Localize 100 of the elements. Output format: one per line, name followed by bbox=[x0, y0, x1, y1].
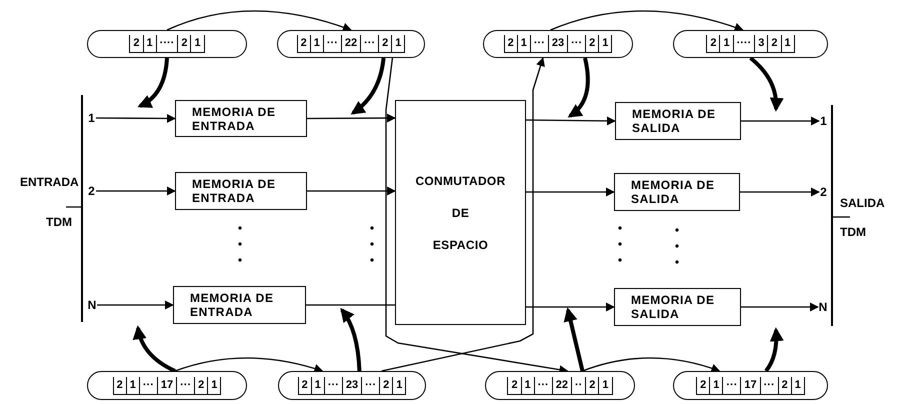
port-number: 2 bbox=[87, 184, 96, 198]
memory-box bbox=[614, 288, 741, 326]
memory-label: MEMORIA DE SALIDA bbox=[631, 178, 716, 206]
slot-cell: 23 bbox=[342, 376, 362, 394]
slot-cell: ···· bbox=[156, 35, 178, 52]
port-label: SALIDA bbox=[840, 197, 885, 209]
slot-cell: 1 bbox=[598, 376, 612, 394]
slot-cell: ··· bbox=[361, 376, 380, 394]
slot-cell: ··· bbox=[534, 376, 552, 394]
arrow bbox=[526, 116, 616, 126]
slot-cell: 22 bbox=[340, 35, 360, 52]
arrow bbox=[749, 56, 784, 112]
slot-cell: ··· bbox=[530, 35, 548, 52]
slot-cell: 3 bbox=[754, 35, 768, 52]
arrow bbox=[133, 325, 176, 373]
memory-box bbox=[614, 173, 740, 211]
port-label: ENTRADA bbox=[20, 176, 79, 188]
space-switch-box bbox=[395, 100, 526, 325]
slot-cell: 2 bbox=[585, 35, 598, 52]
slot-cell: 1 bbox=[780, 35, 794, 52]
slot-cell: 1 bbox=[516, 35, 530, 52]
arrow bbox=[741, 302, 819, 312]
slot-cell: 2 bbox=[778, 376, 791, 394]
arrow bbox=[381, 57, 545, 372]
slot-cell: 2 bbox=[296, 35, 310, 52]
time-slot-frame bbox=[87, 30, 247, 58]
arrow bbox=[764, 327, 784, 372]
time-slot-frame bbox=[483, 30, 633, 58]
memory-label: MEMORIA DE SALIDA bbox=[631, 293, 716, 321]
slot-cell: 2 bbox=[767, 35, 781, 52]
slot-cell: 2 bbox=[706, 35, 720, 52]
slot-cell: 2 bbox=[504, 35, 517, 52]
arrow bbox=[96, 186, 176, 196]
port-label: TDM bbox=[46, 216, 72, 228]
time-slot-frame bbox=[485, 371, 635, 400]
slot-cell: 17 bbox=[740, 376, 760, 394]
time-slot-frame bbox=[673, 30, 828, 58]
arrow bbox=[350, 58, 386, 115]
slot-cell: 1 bbox=[126, 376, 139, 394]
slot-cell: 2 bbox=[507, 376, 521, 394]
arrow bbox=[568, 58, 590, 118]
port-number: 2 bbox=[819, 185, 828, 199]
memory-label: MEMORIA DE SALIDA bbox=[632, 107, 717, 135]
arrow bbox=[307, 186, 396, 196]
slot-cell: 2 bbox=[696, 376, 710, 394]
slot-cell: 1 bbox=[520, 376, 534, 394]
slot-cell: ··· bbox=[324, 376, 342, 394]
slot-cell: ··· bbox=[722, 376, 740, 394]
memory-label: MEMORIA DE ENTRADA bbox=[190, 291, 275, 319]
arrow bbox=[582, 357, 720, 373]
slot-cell: 1 bbox=[310, 35, 323, 52]
slot-cell: ··· bbox=[567, 35, 586, 52]
switch-label: CONMUTADOR bbox=[413, 174, 508, 186]
slot-cell: 1 bbox=[310, 376, 324, 394]
slot-cell: 1 bbox=[190, 35, 204, 52]
memory-box bbox=[175, 172, 307, 210]
slot-cell: 17 bbox=[156, 376, 176, 394]
port-number: 1 bbox=[87, 111, 96, 125]
slot-cell: 2 bbox=[112, 376, 126, 394]
slot-cell: ·· bbox=[570, 376, 586, 394]
memory-label: MEMORIA DE ENTRADA bbox=[192, 104, 277, 132]
arrow bbox=[307, 114, 396, 123]
arrow bbox=[174, 357, 324, 373]
slot-cell: 1 bbox=[598, 35, 612, 52]
slot-cell: 22 bbox=[552, 376, 571, 394]
arrow bbox=[340, 308, 362, 372]
slot-cell: 1 bbox=[790, 376, 804, 394]
time-slot-frame bbox=[277, 30, 425, 58]
arrow bbox=[138, 58, 169, 108]
switch-label: ESPACIO bbox=[430, 238, 490, 250]
arrow bbox=[166, 10, 352, 32]
arrow bbox=[564, 307, 584, 372]
slot-cell: 1 bbox=[142, 35, 156, 52]
port-number: N bbox=[818, 300, 828, 314]
slot-cell: 2 bbox=[129, 35, 143, 52]
time-slot-frame bbox=[673, 371, 828, 400]
arrow bbox=[550, 10, 744, 32]
memory-box bbox=[175, 100, 307, 137]
arrow bbox=[526, 188, 615, 196]
connector-line bbox=[306, 304, 395, 306]
arrow bbox=[740, 188, 820, 196]
slot-cell: ··· bbox=[176, 376, 194, 394]
memory-label: MEMORIA DE ENTRADA bbox=[192, 177, 277, 205]
memory-box bbox=[173, 286, 306, 324]
switch-label: DE bbox=[450, 206, 472, 218]
slot-cell: 2 bbox=[379, 376, 392, 394]
slot-cell: 1 bbox=[392, 376, 406, 394]
arrow bbox=[97, 300, 174, 310]
arrow bbox=[526, 302, 615, 312]
port-label: TDM bbox=[840, 226, 866, 238]
slot-cell: ··· bbox=[322, 35, 341, 52]
slot-cell: 2 bbox=[194, 376, 208, 394]
slot-cell: 1 bbox=[207, 376, 220, 394]
slot-cell: ··· bbox=[760, 376, 778, 394]
slot-cell: 2 bbox=[298, 376, 311, 394]
slot-cell: 1 bbox=[391, 35, 404, 52]
port-number: N bbox=[87, 298, 97, 312]
slot-cell: 23 bbox=[548, 35, 568, 52]
slot-cell: ···· bbox=[732, 35, 754, 52]
slot-cell: 2 bbox=[177, 35, 190, 52]
